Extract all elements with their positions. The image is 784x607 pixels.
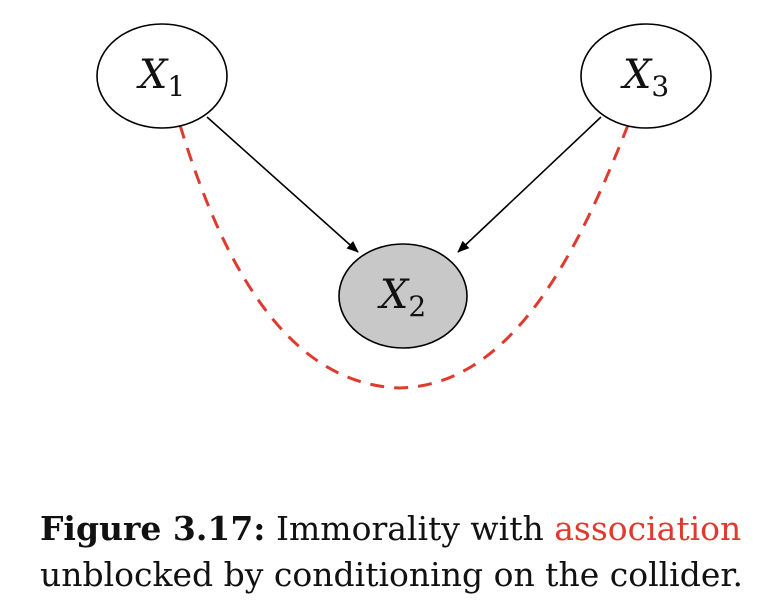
- edge-x3-x2: [457, 116, 602, 253]
- edge-x1-x2: [206, 116, 359, 253]
- node-x3-label: X3: [620, 52, 669, 103]
- node-x2-ellipse: [338, 243, 468, 349]
- node-x2: X2: [338, 243, 468, 349]
- causal-graph: X1 X3 X2: [96, 23, 712, 390]
- caption-text: Immorality with: [265, 509, 555, 548]
- node-x2-label: X2: [377, 272, 426, 323]
- node-x1-label: X1: [136, 52, 185, 103]
- node-x3: X3: [580, 23, 712, 129]
- node-x1-ellipse: [96, 23, 228, 129]
- caption-line-2: unblocked by conditioning on the collide…: [40, 555, 744, 594]
- node-x1: X1: [96, 23, 228, 129]
- caption-line-1: Figure 3.17: Immorality with association: [40, 506, 784, 552]
- association-path: [178, 124, 630, 390]
- figure-caption: Figure 3.17: Immorality with association…: [40, 506, 784, 598]
- caption-figure-label: Figure 3.17:: [40, 509, 266, 548]
- caption-association-link[interactable]: association: [554, 509, 742, 548]
- node-x3-ellipse: [580, 23, 712, 129]
